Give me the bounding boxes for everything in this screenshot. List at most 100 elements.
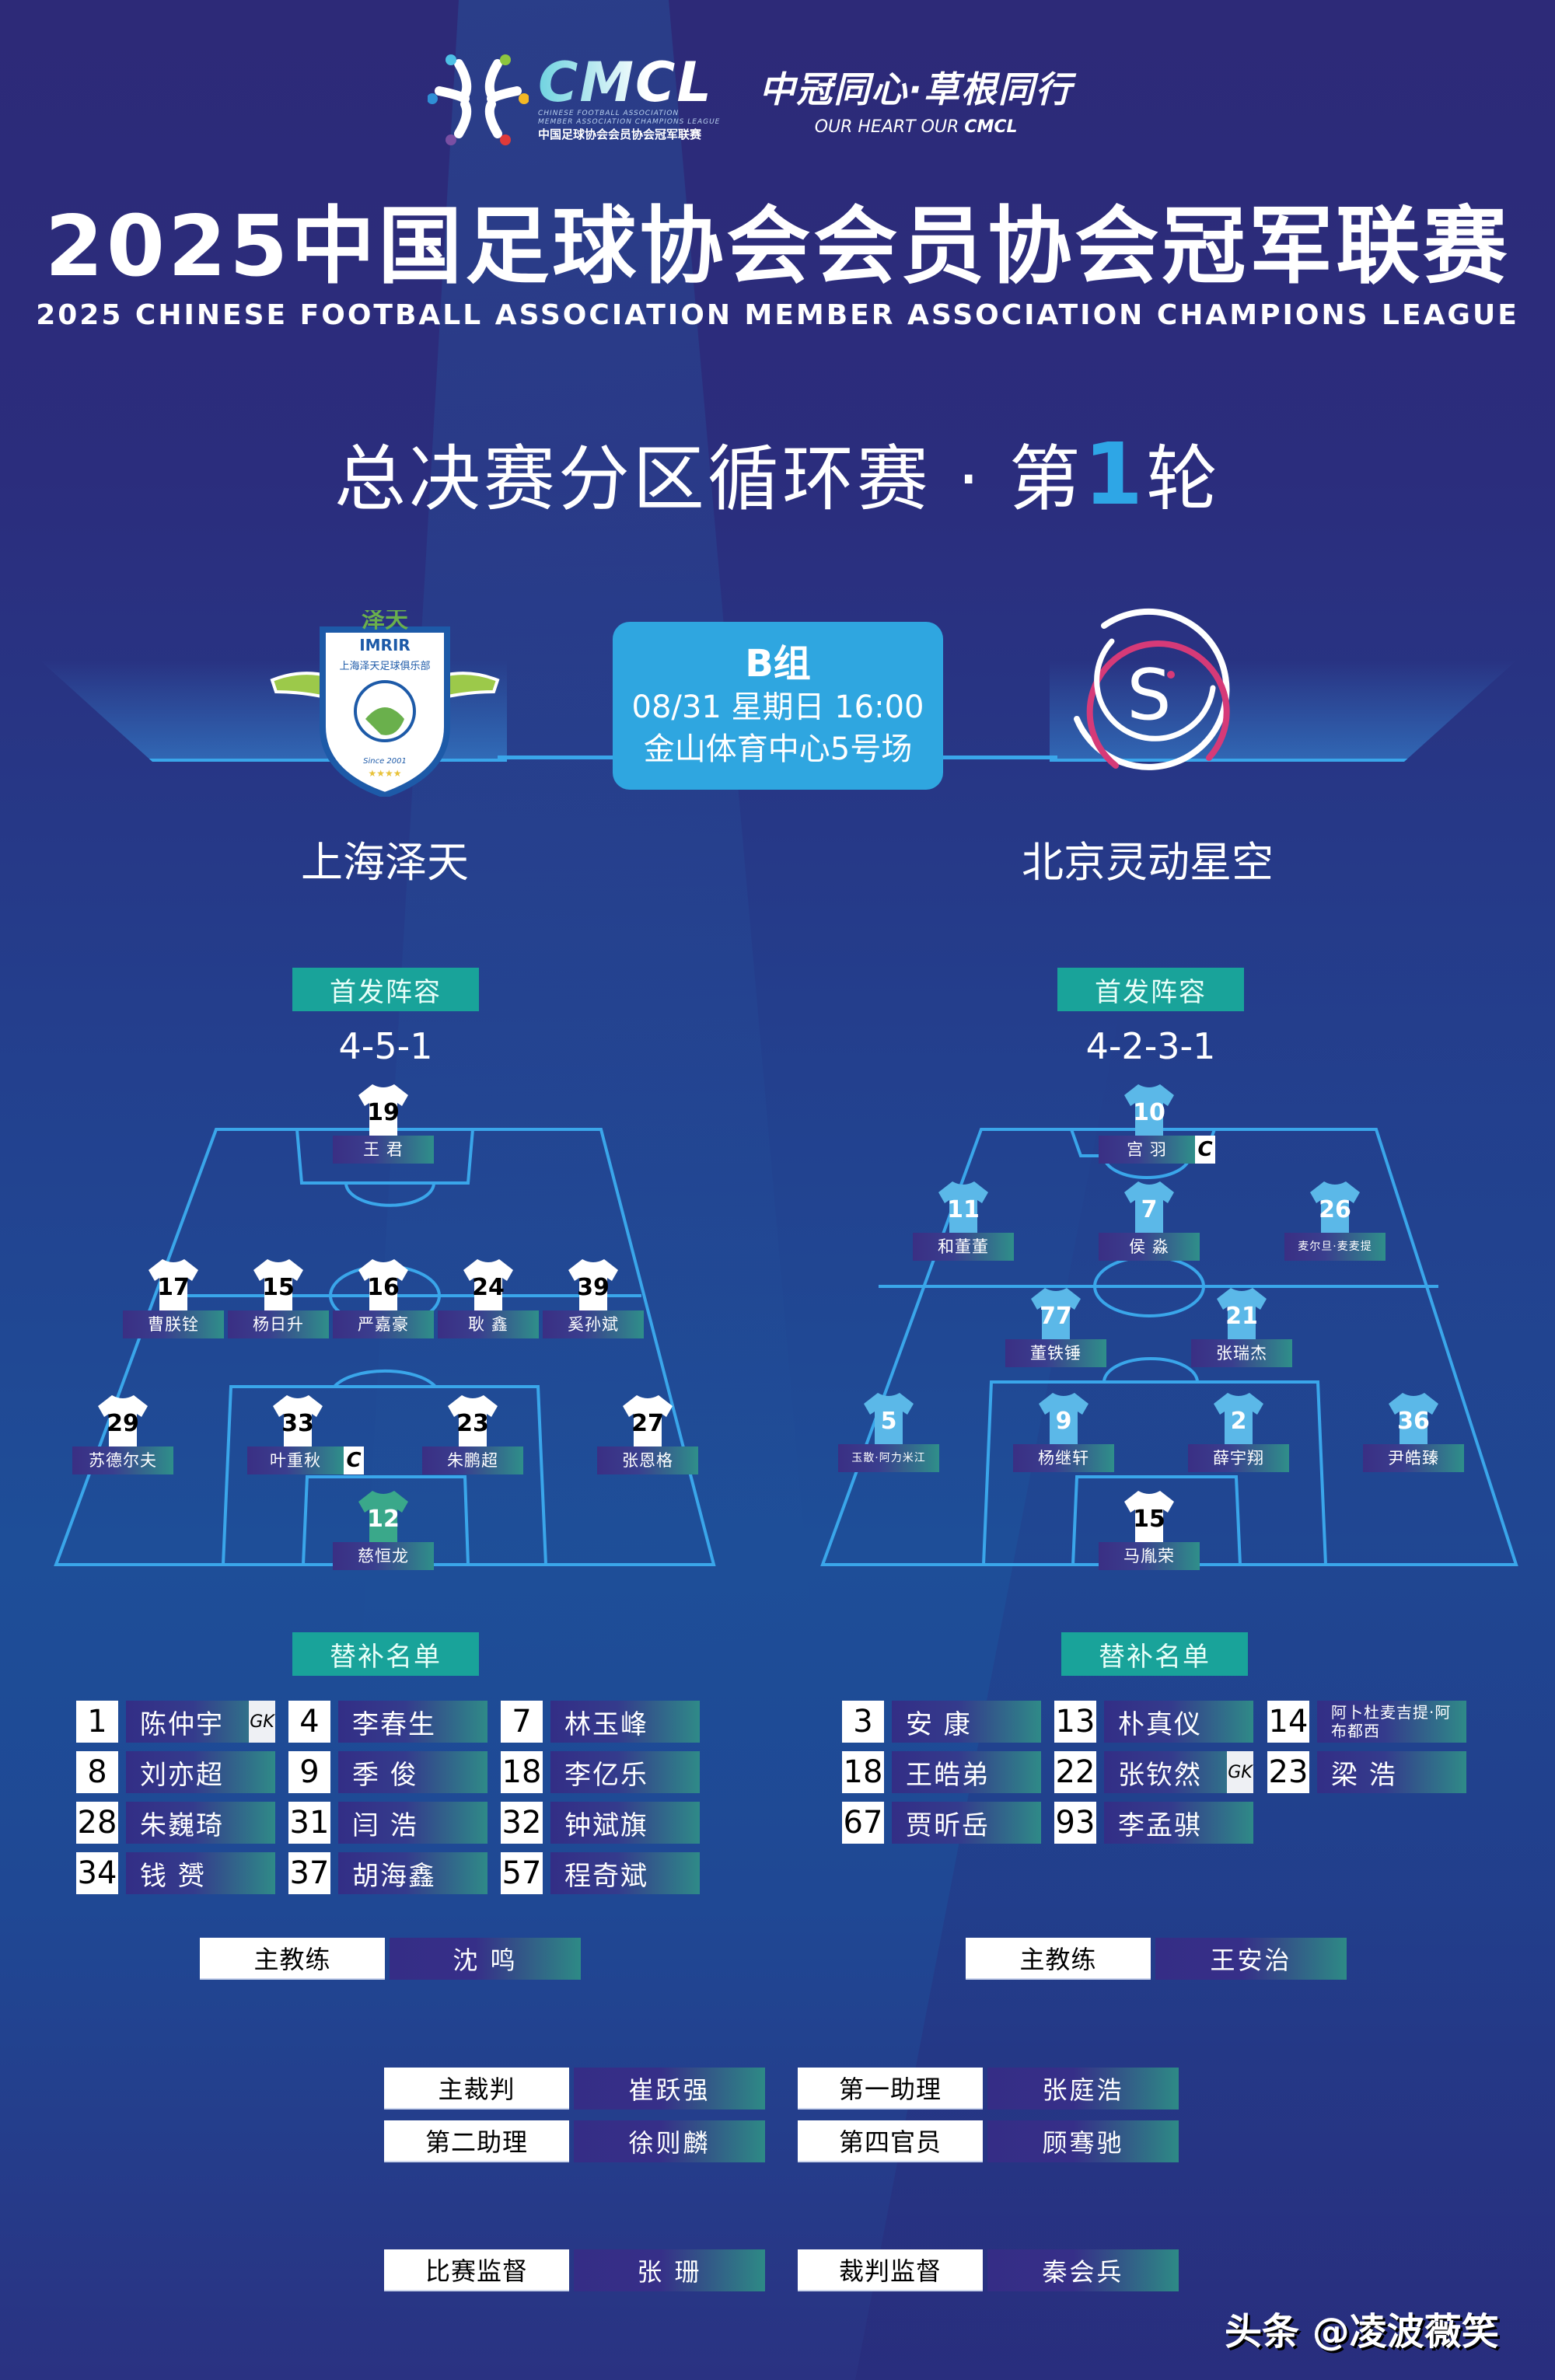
official-role: 比赛监督 bbox=[384, 2249, 569, 2291]
official-name: 徐则麟 bbox=[574, 2120, 765, 2162]
player-name: 杨继轩 bbox=[1013, 1444, 1114, 1472]
shirt-number: 7 bbox=[1141, 1196, 1158, 1223]
away-crest-letter: S bbox=[1127, 654, 1171, 736]
shirt-number: 27 bbox=[631, 1410, 664, 1437]
player-name: 叶重秋 bbox=[247, 1446, 344, 1474]
player-name: 耿 鑫 bbox=[438, 1310, 539, 1338]
coach-role: 主教练 bbox=[200, 1938, 385, 1980]
away-goalkeeper[interactable]: 15 马胤荣 bbox=[1099, 1489, 1200, 1583]
home-player[interactable]: 27 张恩格 bbox=[597, 1394, 698, 1487]
away-player[interactable]: 9 杨继轩 bbox=[1013, 1391, 1114, 1485]
player-name: 苏德尔夫 bbox=[72, 1446, 173, 1474]
shirt-number: 2 bbox=[1230, 1408, 1247, 1435]
home-player[interactable]: 16 严嘉豪 bbox=[333, 1258, 434, 1351]
shirt-number: 24 bbox=[472, 1274, 505, 1301]
away-player[interactable]: 5 玉散·阿力米江 bbox=[838, 1391, 939, 1485]
away-player[interactable]: 77 董铁锤 bbox=[1005, 1286, 1106, 1380]
sub-number: 93 bbox=[1054, 1802, 1096, 1844]
away-player[interactable]: 7 侯 淼 bbox=[1099, 1180, 1200, 1273]
home-player[interactable]: 29 苏德尔夫 bbox=[72, 1394, 173, 1487]
shirt-icon bbox=[357, 1083, 410, 1137]
sub-name: 贾昕岳 bbox=[892, 1802, 1041, 1844]
player-name: 和董董 bbox=[913, 1233, 1014, 1261]
away-player[interactable]: 26 麦尔旦·麦麦提 bbox=[1284, 1180, 1386, 1273]
player-name: 宫 羽 bbox=[1099, 1136, 1195, 1164]
player-name: 侯 淼 bbox=[1099, 1233, 1200, 1261]
sub-number: 67 bbox=[842, 1802, 884, 1844]
sub-name: 李亿乐 bbox=[550, 1751, 700, 1793]
home-crest: 泽天 IMRIR 上海泽天足球俱乐部 Since 2001 ★★★★ bbox=[264, 606, 505, 799]
away-subs-label: 替补名单 bbox=[1061, 1632, 1248, 1676]
home-player[interactable]: 23 朱鹏超 bbox=[422, 1394, 523, 1487]
shirt-icon bbox=[1212, 1391, 1265, 1446]
away-player[interactable]: 11 和董董 bbox=[913, 1180, 1014, 1273]
svg-text:IMRIR: IMRIR bbox=[359, 636, 411, 654]
home-player[interactable]: 33 叶重秋 C bbox=[247, 1394, 364, 1487]
home-player[interactable]: 15 杨日升 bbox=[228, 1258, 329, 1351]
match-datetime: 08/31 星期日 16:00 bbox=[631, 689, 924, 725]
sub-number: 1 bbox=[76, 1701, 118, 1743]
player-name: 尹皓臻 bbox=[1363, 1444, 1464, 1472]
player-name: 朱鹏超 bbox=[422, 1446, 523, 1474]
home-goalkeeper[interactable]: 12 慈恒龙 bbox=[333, 1489, 434, 1583]
sub-name: 阿卜杜麦吉提·阿布都西 bbox=[1317, 1701, 1466, 1743]
away-formation: 4-2-3-1 bbox=[1085, 1025, 1216, 1067]
sub-name: 刘亦超 bbox=[126, 1751, 275, 1793]
player-name: 王 君 bbox=[333, 1136, 434, 1164]
home-player[interactable]: 39 奚孙斌 bbox=[543, 1258, 644, 1351]
player-name: 杨日升 bbox=[228, 1310, 329, 1338]
coach-name: 王安治 bbox=[1155, 1938, 1347, 1980]
home-player[interactable]: 24 耿 鑫 bbox=[438, 1258, 539, 1351]
player-name: 奚孙斌 bbox=[543, 1310, 644, 1338]
sub-name: 梁 浩 bbox=[1317, 1751, 1466, 1793]
cmcl-snowflake-icon bbox=[427, 48, 529, 149]
sub-name: 李孟骐 bbox=[1104, 1802, 1253, 1844]
shirt-icon bbox=[1387, 1391, 1440, 1446]
cmcl-sub-en-1: CHINESE FOOTBALL ASSOCIATION bbox=[538, 110, 680, 117]
home-player[interactable]: 19 王 君 bbox=[333, 1083, 434, 1176]
captain-badge: C bbox=[344, 1446, 364, 1474]
shirt-icon bbox=[357, 1489, 410, 1544]
player-name: 曹朕铨 bbox=[123, 1310, 224, 1338]
away-player[interactable]: 10 宫 羽 C bbox=[1099, 1083, 1215, 1176]
away-player[interactable]: 2 薛宇翔 bbox=[1188, 1391, 1289, 1485]
player-name: 薛宇翔 bbox=[1188, 1444, 1289, 1472]
shirt-number: 9 bbox=[1055, 1408, 1072, 1435]
round-prefix: 总决赛分区循环赛 · 第 bbox=[334, 438, 1084, 521]
home-team-name: 上海泽天 bbox=[301, 838, 469, 887]
shirt-icon bbox=[1037, 1391, 1090, 1446]
away-player[interactable]: 21 张瑞杰 bbox=[1191, 1286, 1292, 1380]
player-name: 张瑞杰 bbox=[1191, 1339, 1292, 1367]
shirt-number: 36 bbox=[1397, 1408, 1430, 1435]
away-player[interactable]: 36 尹皓臻 bbox=[1363, 1391, 1464, 1485]
sub-name: 季 俊 bbox=[338, 1751, 487, 1793]
captain-badge: C bbox=[1195, 1136, 1215, 1164]
sub-number: 18 bbox=[501, 1751, 543, 1793]
shirt-icon bbox=[1215, 1286, 1268, 1341]
sub-number: 57 bbox=[501, 1852, 543, 1894]
svg-text:Since 2001: Since 2001 bbox=[363, 757, 407, 766]
sub-number: 3 bbox=[842, 1701, 884, 1743]
home-player[interactable]: 17 曹朕铨 bbox=[123, 1258, 224, 1351]
